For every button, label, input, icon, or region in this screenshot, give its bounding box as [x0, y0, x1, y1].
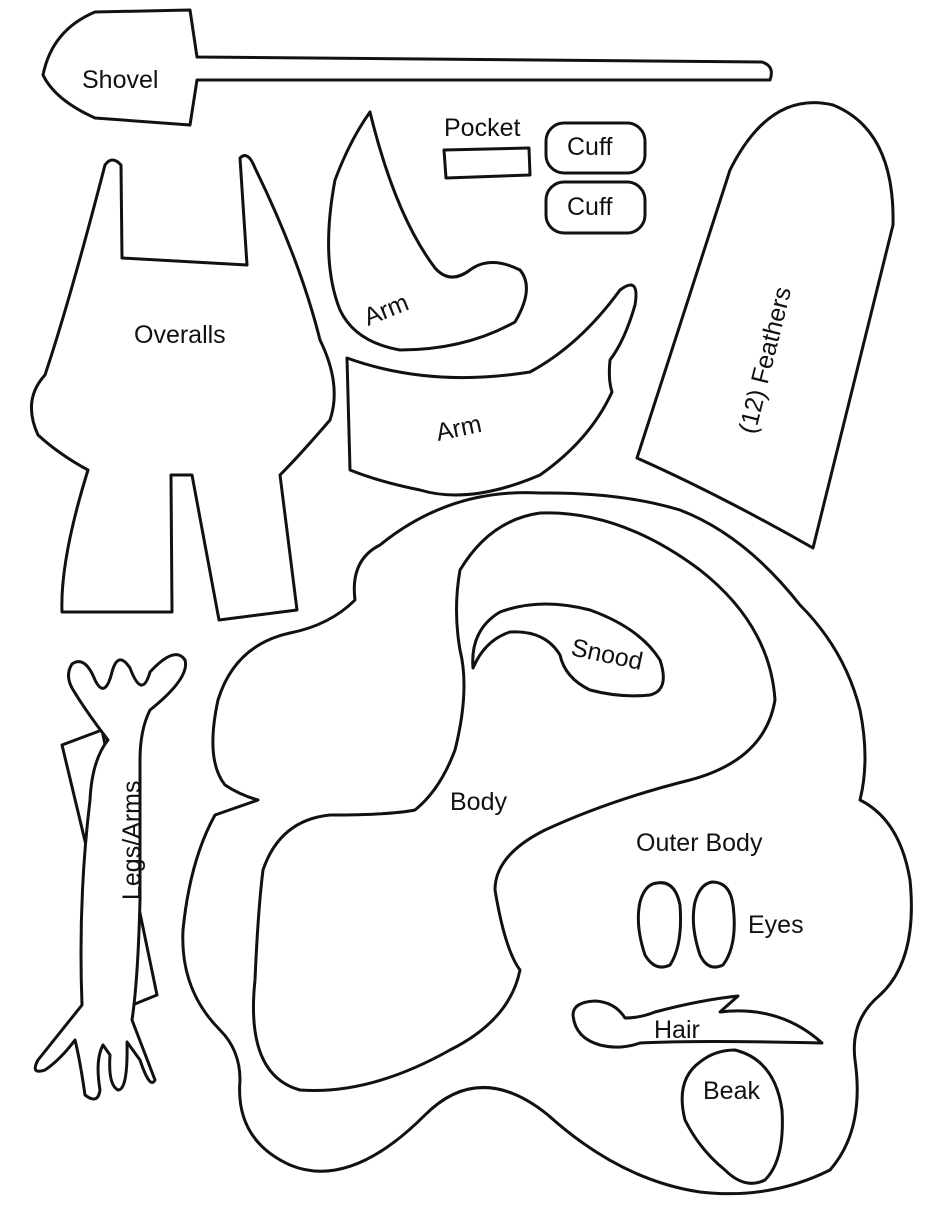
snood-outline	[471, 602, 665, 698]
arm-piece-2: Arm	[345, 283, 638, 497]
feathers-outline	[635, 101, 895, 550]
legs-arms-piece: Legs/Arms	[33, 653, 188, 1101]
snood-piece: Snood	[471, 602, 665, 698]
eyes-label: Eyes	[748, 911, 804, 939]
shovel-label: Shovel	[82, 66, 158, 94]
arm-outline-2	[345, 283, 638, 497]
beak-piece: Beak	[680, 1048, 784, 1185]
legs-arms-outline	[33, 653, 188, 1101]
outer-body-label: Outer Body	[636, 829, 763, 857]
hair-label: Hair	[654, 1016, 700, 1044]
eye-outline-left	[636, 881, 682, 969]
shovel-piece: Shovel	[41, 8, 773, 127]
feathers-piece: (12) Feathers	[635, 101, 895, 550]
pocket-piece: Pocket	[442, 114, 532, 180]
overalls-outline	[29, 154, 336, 622]
arm-piece-1: Arm	[327, 110, 528, 352]
cuff-piece-1: Cuff	[544, 121, 647, 175]
eye-outline-right	[691, 880, 736, 969]
cuff-outline-1	[544, 121, 647, 175]
cuff-piece-2: Cuff	[544, 180, 647, 235]
eyes-piece: Eyes	[636, 880, 804, 969]
hair-outline	[571, 994, 824, 1049]
cuff-outline-2	[544, 180, 647, 235]
overalls-piece: Overalls	[29, 154, 336, 622]
hair-piece: Hair	[571, 994, 824, 1049]
cuff-label-1: Cuff	[567, 133, 612, 161]
overalls-label: Overalls	[134, 321, 226, 349]
pocket-outline	[442, 146, 532, 180]
beak-outline	[680, 1048, 784, 1185]
arm-outline-1	[327, 110, 528, 352]
legs-arms-label: Legs/Arms	[118, 781, 146, 900]
pocket-label: Pocket	[444, 114, 520, 142]
cuff-label-2: Cuff	[567, 193, 612, 221]
shovel-outline	[41, 8, 773, 127]
beak-label: Beak	[703, 1077, 760, 1105]
body-label: Body	[450, 788, 507, 816]
